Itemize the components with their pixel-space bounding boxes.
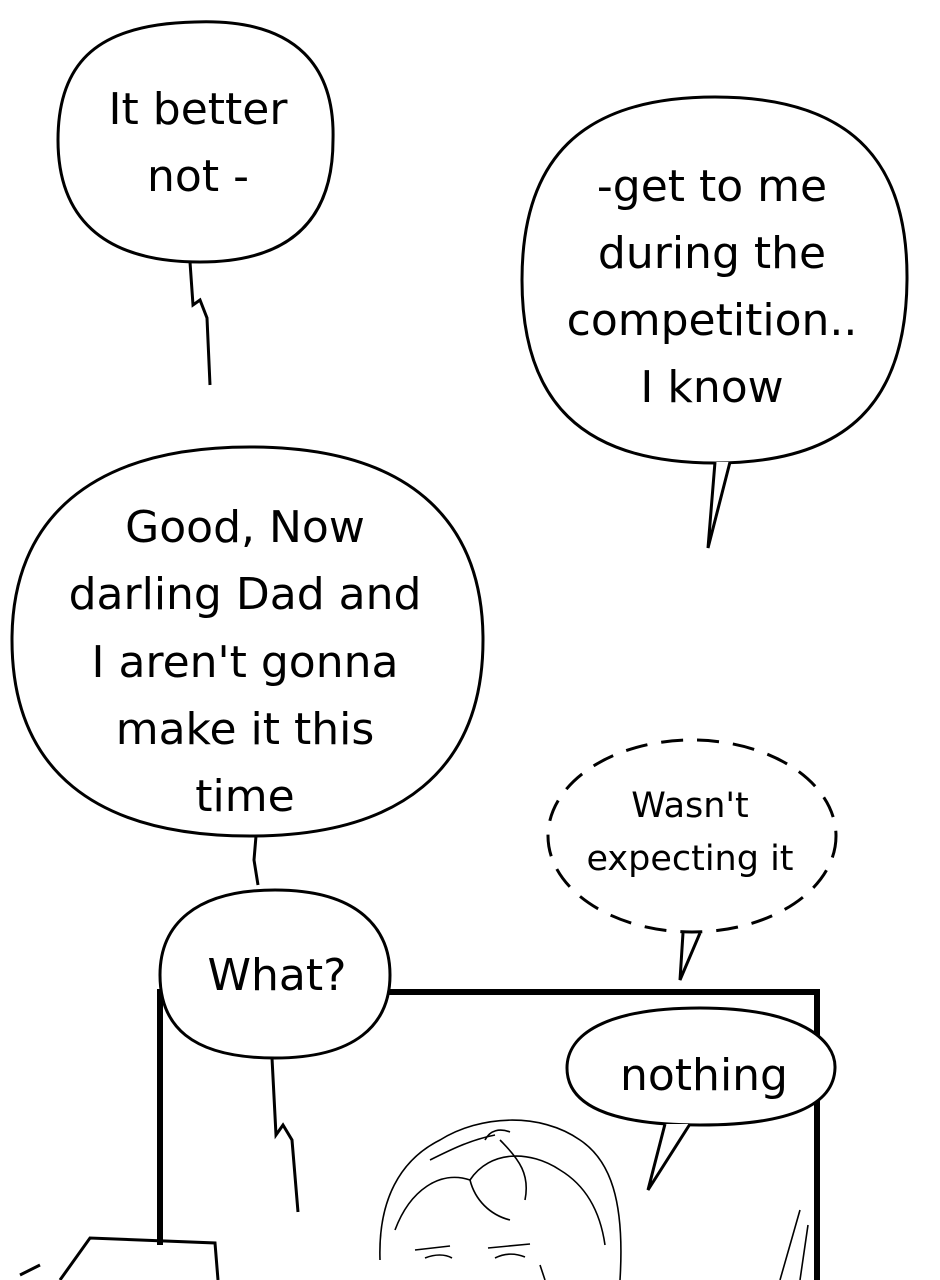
bubble-text: Wasn't — [631, 786, 749, 826]
bubble-text: make it this — [116, 704, 375, 755]
bubble-text: not - — [147, 151, 249, 202]
bubble-text: It better — [109, 84, 289, 135]
speech-bubble-nothing: nothing — [565, 1006, 837, 1191]
bubble-text: time — [195, 771, 294, 822]
bubble-text: expecting it — [586, 839, 793, 879]
bubble-text: darling Dad and — [69, 569, 422, 620]
speech-bubble-1: It better not - — [56, 20, 335, 386]
thought-bubble: Wasn't expecting it — [546, 738, 838, 981]
comic-panel-border — [157, 989, 820, 1280]
bubble-text: What? — [208, 950, 347, 1001]
speech-bubble-what: What? — [158, 888, 392, 1213]
bubble-text: I know — [640, 362, 783, 413]
bubble-text: during the — [598, 228, 826, 279]
bubble-text: nothing — [620, 1050, 788, 1101]
speech-bubble-2: -get to me during the competition.. I kn… — [520, 95, 909, 549]
bubble-text: competition.. — [567, 295, 858, 346]
bubble-text: Good, Now — [125, 502, 365, 553]
character-drawing — [19, 1119, 809, 1280]
bubble-text: -get to me — [597, 161, 827, 212]
bubble-text: I aren't gonna — [92, 637, 399, 688]
speech-bubble-3: Good, Now darling Dad and I aren't gonna… — [10, 445, 485, 886]
